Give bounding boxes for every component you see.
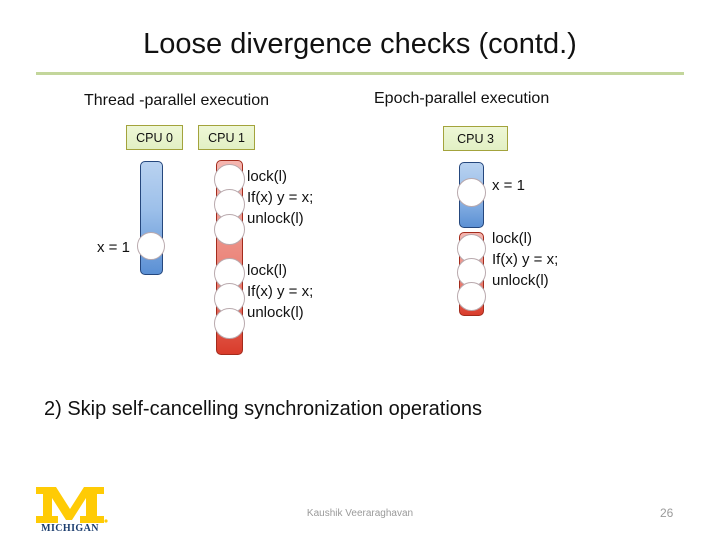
code-line-if: If(x) y = x; <box>247 189 314 206</box>
title-divider <box>36 72 684 75</box>
cpu-label-cpu0: CPU 0 <box>126 125 183 150</box>
block-m-icon <box>36 487 108 523</box>
epoch-parallel-heading: Epoch-parallel execution <box>374 90 550 107</box>
event-dot-cpu1-unlock-a <box>214 214 245 245</box>
code-line-if: If(x) y = x; <box>247 283 314 300</box>
michigan-logo: MICHIGAN <box>28 483 112 535</box>
event-dot-cpu1-unlock-b <box>214 308 245 339</box>
code-block-cpu3: lock(l) If(x) y = x; unlock(l) <box>492 228 558 291</box>
footer-page-number: 26 <box>660 506 674 520</box>
code-line-if: If(x) y = x; <box>492 251 559 268</box>
cpu-label-cpu3: CPU 3 <box>443 126 508 151</box>
code-line-lock: lock(l) <box>247 168 287 185</box>
event-dot-cpu0-write <box>137 232 165 260</box>
code-line-unlock: unlock(l) <box>492 272 549 289</box>
michigan-wordmark: MICHIGAN <box>41 523 99 534</box>
thread-parallel-heading: Thread -parallel execution <box>84 92 269 109</box>
code-line-unlock: unlock(l) <box>247 304 304 321</box>
annotation-x-assign-cpu3: x = 1 <box>492 177 525 194</box>
annotation-x-assign-cpu0: x = 1 <box>97 239 130 256</box>
code-block-cpu1-second: lock(l) If(x) y = x; unlock(l) <box>247 260 313 323</box>
event-dot-cpu3-unlock <box>457 282 486 311</box>
code-line-lock: lock(l) <box>247 262 287 279</box>
page-title: Loose divergence checks (contd.) <box>143 28 577 60</box>
footer-author: Kaushik Veeraraghavan <box>306 508 414 519</box>
code-line-unlock: unlock(l) <box>247 210 304 227</box>
code-line-lock: lock(l) <box>492 230 532 247</box>
code-block-cpu1-first: lock(l) If(x) y = x; unlock(l) <box>247 166 313 229</box>
event-dot-cpu3-write <box>457 178 486 207</box>
bullet-text: 2) Skip self-cancelling synchronization … <box>44 398 483 420</box>
cpu-label-cpu1: CPU 1 <box>198 125 255 150</box>
